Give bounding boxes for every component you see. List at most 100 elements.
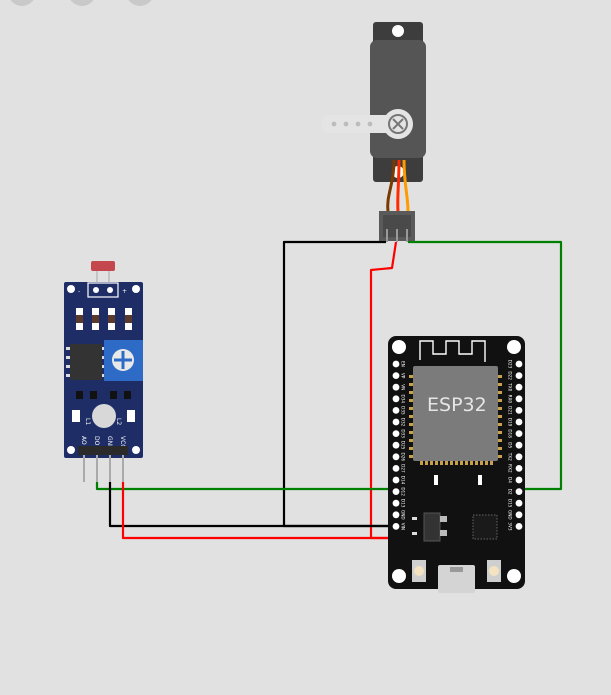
esp32-pin-label-left-vin: VIN	[401, 523, 406, 530]
top-toolbar-fragment	[10, 0, 152, 6]
micro-usb-port[interactable]	[438, 565, 475, 593]
esp32-pin-label-right-d23: D23	[508, 360, 513, 369]
potentiometer-icon[interactable]	[104, 340, 143, 381]
esp32-pin-left-d32[interactable]	[392, 418, 400, 426]
esp32-pin-right-d15[interactable]	[515, 499, 523, 507]
led-label-2: L2	[115, 418, 122, 425]
servo-connector-pins	[386, 229, 408, 242]
comparator-ic	[66, 344, 106, 380]
esp32-pin-right-d4[interactable]	[515, 476, 523, 484]
ldr-pin-label-vcc: VCC	[119, 436, 126, 448]
esp32-pin-left-d14[interactable]	[392, 476, 400, 484]
esp32-left-pins: ENVPVND34D35D32D33D25D26D27D14D12D13GNDV…	[392, 360, 406, 530]
photoresistor	[91, 261, 115, 271]
esp32-pin-label-right-3v3: 3V3	[508, 522, 513, 531]
esp32-pin-label-left-d27: D27	[401, 464, 406, 473]
ldr-pin-header	[78, 446, 128, 455]
wires-layer	[95, 240, 563, 540]
esp32-pin-right-rx2[interactable]	[515, 465, 523, 472]
esp32-pin-right-d19[interactable]	[515, 418, 523, 426]
boot-button[interactable]	[487, 560, 501, 582]
esp32-pin-label-left-gnd: GND	[401, 510, 406, 520]
servo-signal-wire[interactable]	[408, 240, 563, 491]
esp32-module	[413, 366, 498, 461]
esp32-pin-right-d18[interactable]	[515, 430, 523, 437]
esp32-pin-right-3v3[interactable]	[515, 523, 523, 530]
esp32-pin-right-d2[interactable]	[515, 488, 523, 495]
servo-motor[interactable]	[321, 22, 426, 242]
esp32-pin-left-vin[interactable]	[392, 523, 400, 530]
esp32-pin-label-left-en: EN	[401, 361, 406, 367]
esp32-pin-label-left-d14: D14	[401, 476, 406, 485]
servo-horn-icon[interactable]	[321, 109, 413, 139]
servo-mount-hole-top	[392, 25, 404, 37]
ldr-vcc-wire[interactable]	[121, 482, 396, 540]
esp32-pin-left-d35[interactable]	[392, 407, 400, 414]
esp32-pin-label-right-d22: D22	[508, 371, 513, 380]
esp32-pin-label-left-d35: D35	[401, 406, 406, 415]
esp32-pin-right-tx2[interactable]	[515, 453, 523, 461]
esp32-pin-label-right-d21: D21	[508, 406, 513, 415]
esp32-components	[412, 475, 498, 542]
esp32-pin-right-d23[interactable]	[515, 360, 523, 368]
esp32-pin-label-left-d33: D33	[401, 429, 406, 438]
esp32-pin-right-d5[interactable]	[515, 441, 523, 449]
esp32-pin-label-right-d15: D15	[508, 499, 513, 508]
esp32-pin-left-d13[interactable]	[392, 499, 400, 507]
esp32-pin-left-gnd[interactable]	[392, 511, 400, 519]
esp32-label: ESP32	[427, 394, 487, 416]
esp32-pin-label-right-d2: D2	[508, 489, 513, 495]
esp32-pin-label-right-gnd: GND	[508, 510, 513, 520]
esp32-pin-right-d21[interactable]	[515, 407, 523, 414]
esp32-pin-left-d27[interactable]	[392, 465, 400, 472]
esp32-pin-label-right-d19: D19	[508, 418, 513, 427]
esp32-pin-left-en[interactable]	[392, 360, 400, 368]
esp32-pin-right-tx0[interactable]	[515, 383, 523, 391]
ldr-pin-label-ao: AO	[80, 436, 87, 445]
servo-cable	[386, 159, 410, 213]
esp32-pin-left-d33[interactable]	[392, 430, 400, 437]
pot-plus-label: +	[122, 288, 127, 295]
esp32-board[interactable]: ESP32 ENVPVND34D35D32D33D25D26D27D14D12D…	[388, 336, 525, 593]
esp32-pin-left-d26[interactable]	[392, 453, 400, 461]
en-button[interactable]	[412, 560, 426, 582]
antenna-trace	[419, 340, 486, 362]
esp32-pin-left-d34[interactable]	[392, 395, 400, 403]
esp32-pin-label-left-vp: VP	[401, 373, 406, 379]
esp32-pin-label-right-tx2: TX2	[508, 452, 513, 461]
ldr-pins	[83, 455, 124, 482]
pot-minus-label: -	[78, 288, 80, 295]
esp32-pin-right-d22[interactable]	[515, 372, 523, 379]
ldr-pin-label-do: DO	[93, 436, 100, 446]
led-label-1: L1	[84, 418, 91, 425]
esp32-pin-label-right-tx0: TX0	[508, 382, 513, 391]
ldr-resistors	[76, 308, 132, 330]
ldr-leds	[72, 404, 135, 428]
esp32-pin-label-right-rx0: RX0	[508, 395, 513, 404]
ldr-do-wire[interactable]	[95, 482, 519, 491]
esp32-pin-left-vn[interactable]	[392, 383, 400, 391]
esp32-pin-label-right-d4: D4	[508, 477, 513, 483]
servo-body	[370, 40, 426, 158]
esp32-pin-right-gnd[interactable]	[515, 511, 523, 519]
esp32-pin-label-left-d26: D26	[401, 453, 406, 462]
module-pads	[409, 375, 502, 465]
esp32-pin-label-left-d12: D12	[401, 487, 406, 496]
esp32-pin-label-right-d18: D18	[508, 429, 513, 438]
esp32-pin-right-rx0[interactable]	[515, 395, 523, 403]
esp32-pin-label-right-rx2: RX2	[508, 464, 513, 473]
esp32-pin-label-right-d5: D5	[508, 442, 513, 448]
esp32-pin-label-left-d25: D25	[401, 441, 406, 450]
esp32-pin-left-vp[interactable]	[392, 372, 400, 379]
ldr-sensor-module[interactable]: - +	[64, 261, 143, 482]
esp32-pin-label-left-d34: D34	[401, 395, 406, 404]
esp32-pin-left-d12[interactable]	[392, 488, 400, 495]
ldr-gnd-wire[interactable]	[108, 482, 396, 528]
esp32-pin-label-left-d13: D13	[401, 499, 406, 508]
esp32-pin-left-d25[interactable]	[392, 441, 400, 449]
ldr-board	[64, 282, 143, 458]
servo-gnd-wire[interactable]	[282, 240, 396, 528]
esp32-pin-label-left-d32: D32	[401, 418, 406, 427]
